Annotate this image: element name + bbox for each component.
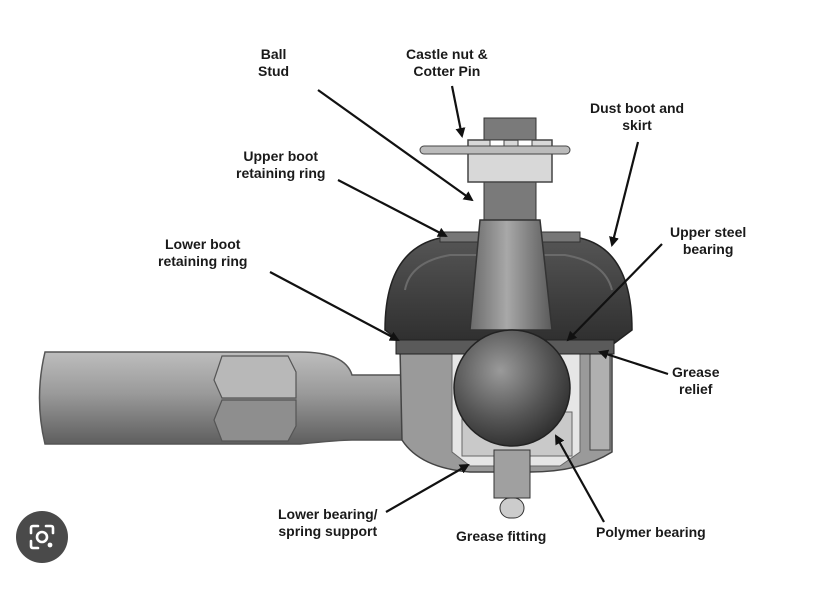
- lens-button[interactable]: [16, 511, 68, 563]
- label-castle-nut: Castle nut & Cotter Pin: [406, 46, 488, 79]
- label-upper-boot-ring: Upper boot retaining ring: [236, 148, 326, 181]
- tie-rod-shaft: [38, 351, 411, 445]
- castle-nut: [419, 139, 571, 183]
- label-upper-steel-bearing: Upper steel bearing: [670, 224, 747, 257]
- grease-fitting-part: [493, 449, 531, 519]
- cotter-pin: [419, 145, 571, 155]
- label-lower-boot-ring: Lower boot retaining ring: [158, 236, 248, 269]
- camera-lens-icon: [29, 524, 55, 550]
- label-polymer-bearing: Polymer bearing: [596, 524, 706, 540]
- label-ball-stud: Ball Stud: [258, 46, 290, 79]
- leader-arrows: [269, 85, 669, 523]
- label-dust-boot: Dust boot and skirt: [590, 100, 685, 133]
- label-lower-bearing: Lower bearing/ spring support: [278, 506, 378, 539]
- label-grease-relief: Grease relief: [672, 364, 720, 397]
- label-grease-fitting: Grease fitting: [456, 528, 547, 544]
